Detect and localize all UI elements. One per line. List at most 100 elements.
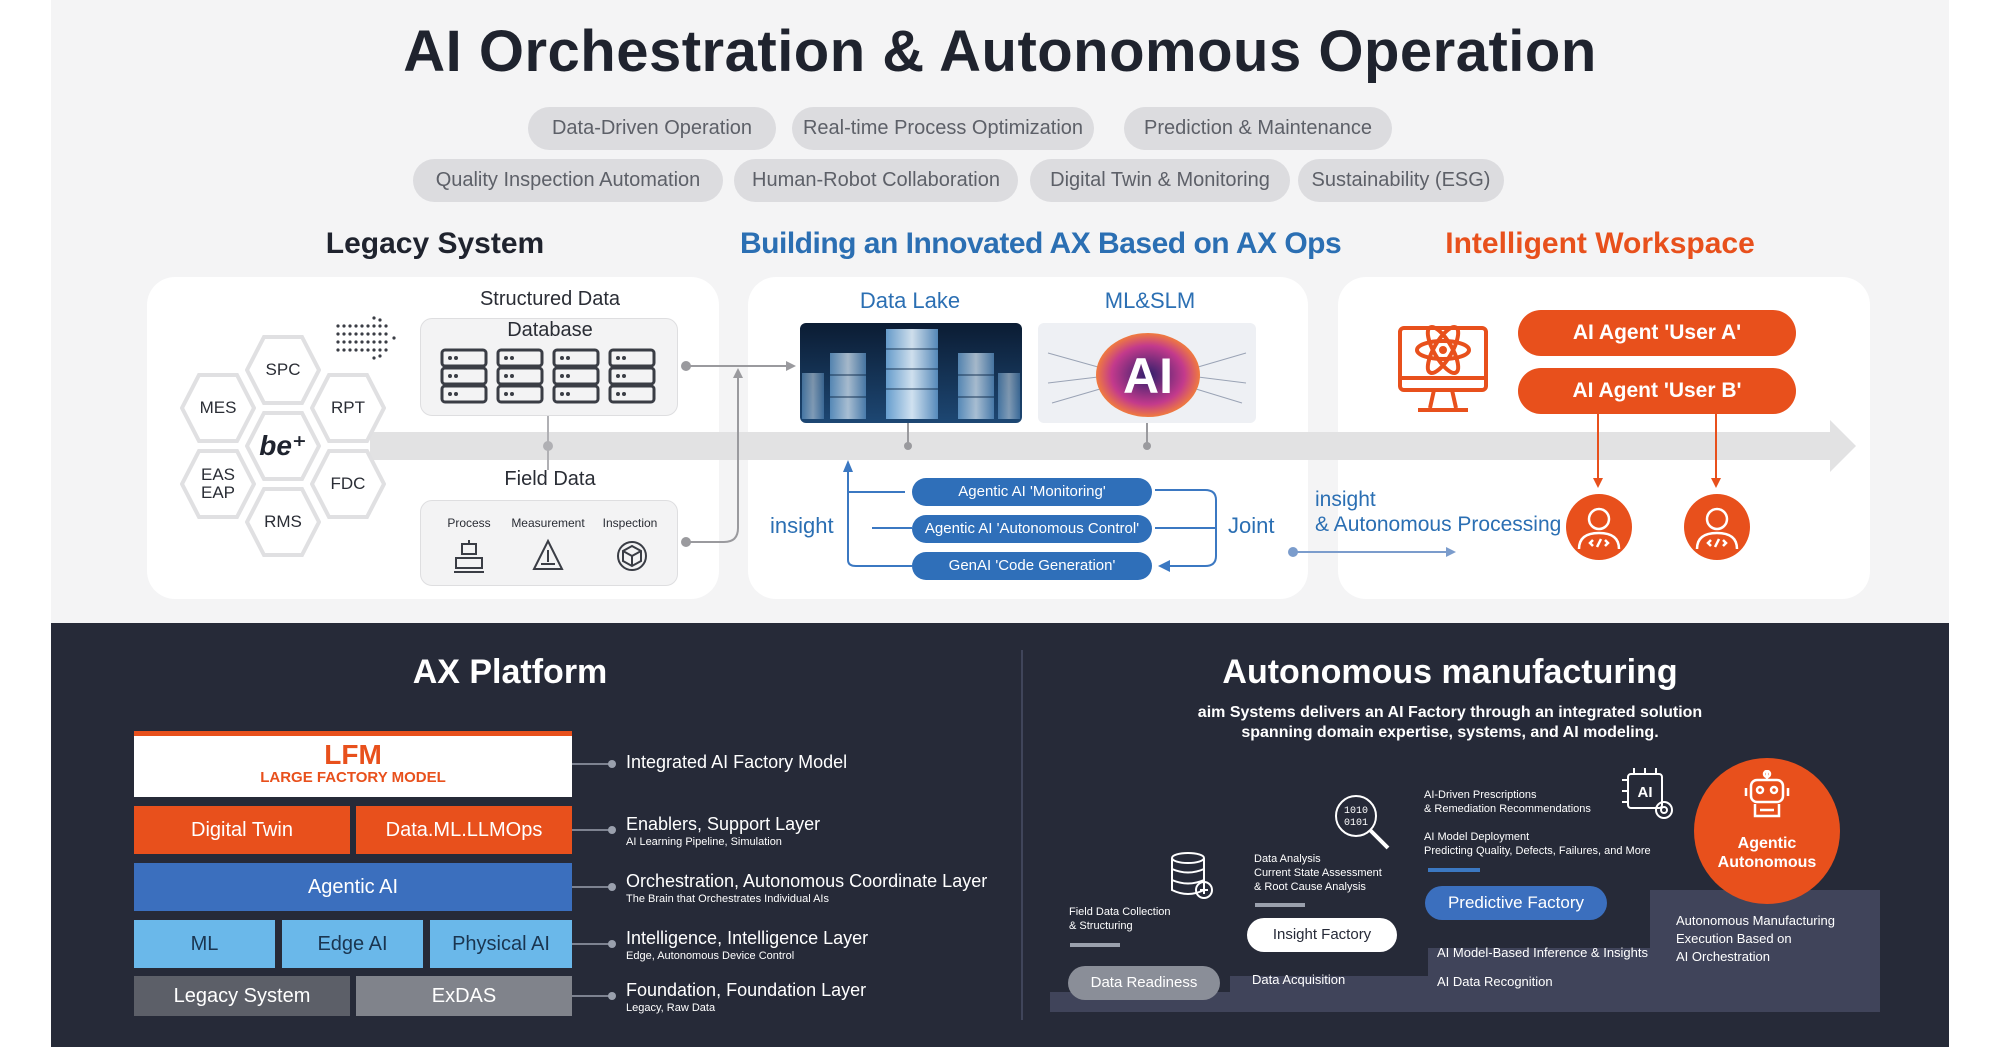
- agentic-autonomous-circle: [1694, 758, 1840, 904]
- ai-monitor-icon: [1398, 325, 1488, 412]
- pill-prediction: Prediction & Maintenance: [1124, 107, 1392, 150]
- axops-title: Building an Innovated AX Based on AX Ops: [740, 227, 1342, 260]
- step2-bar: [1255, 903, 1305, 907]
- deployment-text: AI Model Deployment Predicting Quality, …: [1424, 831, 1651, 857]
- manufacturing-subtitle: aim Systems delivers an AI Factory throu…: [1100, 703, 1800, 743]
- ml-slm-label: ML&SLM: [1104, 288, 1196, 313]
- joint-label: Joint: [1228, 513, 1275, 538]
- data-readiness-pill: Data Readiness: [1068, 966, 1220, 1000]
- hex-mes-label: MES: [199, 398, 237, 417]
- autonomous-exec-text: Autonomous Manufacturing Execution Based…: [1676, 913, 1835, 964]
- field-inspection-label: Inspection: [602, 516, 658, 530]
- data-acquisition-text: Data Acquisition: [1252, 972, 1346, 987]
- agentic-ai-box: Agentic AI: [134, 863, 572, 911]
- inspection-icon: [617, 541, 647, 571]
- workspace-insight-line2: & Autonomous Processing: [1315, 513, 1562, 536]
- database-label: Database: [507, 319, 593, 341]
- binary-line1: 1010: [1344, 806, 1368, 817]
- inference-text: AI Model-Based Inference & Insights: [1437, 945, 1649, 960]
- process-icon: [454, 540, 484, 573]
- layer-2-sub: AI Learning Pipeline, Simulation: [626, 836, 782, 848]
- lfm-title: LFM: [324, 739, 382, 770]
- physical-ai-box: Physical AI: [430, 920, 572, 968]
- hex-mes: MES: [180, 373, 256, 443]
- database-icon: [440, 348, 656, 404]
- hex-eas-eap-label: EAS EAP: [200, 465, 236, 502]
- hex-be-label: be⁺: [259, 430, 307, 461]
- layer-5-title: Foundation, Foundation Layer: [626, 980, 867, 1000]
- recognition-text: AI Data Recognition: [1437, 974, 1553, 989]
- ai-badge-text: AI: [1123, 348, 1173, 404]
- workspace-insight-line1: insight: [1315, 488, 1376, 511]
- hex-rpt: RPT: [310, 373, 386, 443]
- predictive-factory-pill: Predictive Factory: [1425, 886, 1607, 920]
- platform-title: AX Platform: [412, 653, 608, 691]
- workspace-title: Intelligent Workspace: [1445, 227, 1755, 260]
- ai-chip-gear-icon: AI: [1622, 768, 1673, 819]
- hex-rms-label: RMS: [264, 512, 302, 531]
- hex-eas-eap: EAS EAP: [180, 449, 256, 519]
- prescriptions-text: AI-Driven Prescriptions & Remediation Re…: [1424, 789, 1591, 815]
- lfm-box: LFM LARGE FACTORY MODEL: [134, 731, 572, 797]
- layer-desc-3: Orchestration, Autonomous Coordinate Lay…: [626, 871, 987, 905]
- staircase-steps: [1050, 890, 1880, 1012]
- digital-twin-box: Digital Twin: [134, 806, 350, 854]
- data-lake-label: Data Lake: [859, 288, 961, 313]
- data-lake-image: [800, 323, 1022, 423]
- hex-fdc: FDC: [310, 449, 386, 519]
- user-a-developer-icon: [1566, 494, 1632, 560]
- field-collection-text: Field Data Collection & Structuring: [1069, 906, 1171, 932]
- hex-rms: RMS: [245, 487, 321, 557]
- layer-2-title: Enablers, Support Layer: [626, 814, 821, 834]
- page-title: AI Orchestration & Autonomous Operation: [403, 19, 1597, 84]
- pill-digital-twin: Digital Twin & Monitoring: [1030, 159, 1290, 202]
- agentic-monitoring-pill: Agentic AI 'Monitoring': [912, 478, 1152, 506]
- pill-quality: Quality Inspection Automation: [413, 159, 723, 202]
- hex-fdc-label: FDC: [330, 474, 366, 493]
- database-stack-icon: [1171, 852, 1213, 899]
- analysis-text: Data Analysis Current State Assessment &…: [1254, 853, 1382, 893]
- field-process-label: Process: [447, 516, 491, 530]
- measurement-icon: [532, 538, 564, 570]
- layer-4-title: Intelligence, Intelligence Layer: [626, 928, 869, 948]
- legacy-title: Legacy System: [325, 227, 545, 260]
- insight-label: insight: [770, 513, 834, 538]
- ai-agent-user-b[interactable]: AI Agent 'User B': [1518, 368, 1796, 414]
- layer-4-sub: Edge, Autonomous Device Control: [626, 950, 795, 962]
- manufacturing-title: Autonomous manufacturing: [1222, 653, 1678, 691]
- pill-human-robot: Human-Robot Collaboration: [734, 159, 1018, 202]
- genai-code-pill: GenAI 'Code Generation': [912, 552, 1152, 580]
- ml-slm-image: AI: [1038, 323, 1256, 423]
- field-data-label: Field Data: [504, 468, 596, 490]
- hex-spc: SPC: [245, 335, 321, 405]
- flow-arrows: [370, 361, 1856, 572]
- legacy-system-box: Legacy System: [134, 976, 350, 1016]
- subtitle-line1: aim Systems delivers an AI Factory throu…: [1197, 704, 1703, 721]
- agentic-control-pill: Agentic AI 'Autonomous Control': [912, 515, 1152, 543]
- bottom-divider: [1021, 650, 1023, 1020]
- binary-line2: 0101: [1344, 818, 1368, 829]
- structured-data-label: Structured Data: [479, 288, 621, 310]
- ml-box: ML: [134, 920, 275, 968]
- hex-be: be⁺: [245, 411, 321, 481]
- ai-chip-text: AI: [1638, 784, 1653, 801]
- layer-3-title: Orchestration, Autonomous Coordinate Lay…: [626, 871, 988, 891]
- field-measurement-label: Measurement: [511, 516, 585, 530]
- layer-desc-2: Enablers, Support Layer AI Learning Pipel…: [626, 814, 820, 848]
- lfm-subtitle: LARGE FACTORY MODEL: [260, 769, 446, 786]
- agentic-autonomous-label: Agentic Autonomous: [1717, 835, 1817, 871]
- exdas-box: ExDAS: [356, 976, 572, 1016]
- pill-data-driven: Data-Driven Operation: [528, 107, 776, 150]
- step3-bar: [1428, 868, 1480, 872]
- dotted-arrow-icon: [336, 316, 396, 360]
- binary-search-icon: 1010 0101: [1335, 795, 1390, 850]
- step1-bar: [1070, 943, 1120, 947]
- data-ml-llmops-box: Data.ML.LLMOps: [356, 806, 572, 854]
- robot-icon: [1744, 770, 1790, 818]
- ai-agent-user-a[interactable]: AI Agent 'User A': [1518, 310, 1796, 356]
- pill-sustainability: Sustainability (ESG): [1298, 159, 1504, 202]
- layer-connectors: [572, 760, 616, 1000]
- hex-spc-label: SPC: [265, 360, 301, 379]
